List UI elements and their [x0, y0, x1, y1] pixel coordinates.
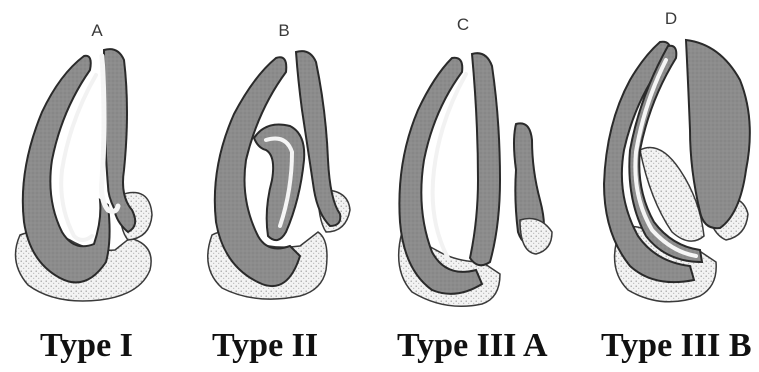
- panel-letter-b: B: [278, 21, 289, 40]
- tooth-type-2: [208, 51, 350, 299]
- panel-letter-d: D: [665, 9, 677, 28]
- panel-letter-c: C: [457, 15, 469, 34]
- tooth-type-3b: [604, 40, 750, 302]
- type-label-1: Type I: [40, 326, 133, 366]
- lateral-canal-cementum: [520, 219, 552, 255]
- tooth-type-3a: [399, 53, 552, 306]
- labial-dentin: [23, 56, 110, 283]
- palatal-dentin: [470, 53, 500, 265]
- tooth-type-1: [16, 49, 153, 301]
- panel-letter-a: A: [91, 21, 103, 40]
- palatal-dentin: [296, 51, 340, 226]
- type-label-3b: Type III B: [601, 326, 752, 366]
- type-label-2: Type II: [212, 326, 318, 366]
- type-label-3a: Type III A: [397, 326, 548, 366]
